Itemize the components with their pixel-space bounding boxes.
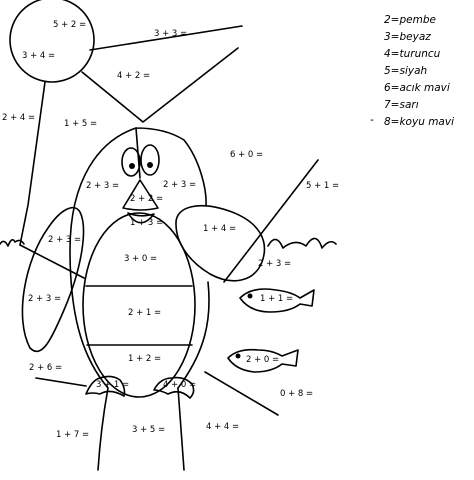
eq-beak: 2 + 2 =: [130, 194, 163, 204]
eq-fish-bottom: 2 + 0 =: [246, 355, 279, 365]
eq-fish-top: 1 + 1 =: [260, 294, 293, 304]
penguin-body: [69, 127, 207, 389]
eq-sky-left: 2 + 4 =: [2, 113, 35, 123]
right-wing: [175, 204, 266, 282]
eq-beak-lower: 1 + 3 =: [130, 218, 163, 228]
left-foot: [85, 375, 126, 397]
eq-belly-middle: 2 + 1 =: [128, 308, 161, 318]
eq-ray-right: 5 + 1 =: [306, 181, 339, 191]
ground-left: [97, 387, 109, 471]
sun: [9, 0, 95, 83]
right-eye: [140, 144, 160, 176]
eq-foot-left: 3 + 1 =: [96, 380, 129, 390]
eq-sun: 5 + 2 =: [53, 20, 86, 30]
sun-ray-wedge: [81, 47, 239, 123]
ground-right: [177, 387, 185, 471]
sun-ray-right: [89, 25, 243, 51]
legend-marker: -: [370, 114, 374, 126]
legend-item: 4=turuncu: [384, 48, 441, 60]
eq-sun-lower: 3 + 4 =: [22, 51, 55, 61]
left-eye: [121, 147, 141, 177]
eq-head-left: 2 + 3 =: [86, 181, 119, 191]
eq-ground-bottom-right: 4 + 4 =: [206, 422, 239, 432]
ground-right-ray: [204, 371, 279, 416]
eq-left-wing: 2 + 3 =: [48, 235, 81, 245]
eq-foot-right: 4 + 0 =: [163, 380, 196, 390]
left-wing: [21, 206, 85, 353]
fish-bottom-eye: [235, 353, 241, 359]
eq-head-right: 2 + 3 =: [163, 180, 196, 190]
beak: [122, 179, 159, 211]
penguin-right-side: [177, 281, 210, 389]
eq-sky-top: 3 + 3 =: [154, 29, 187, 39]
legend-item: 3=beyaz: [384, 31, 431, 43]
eq-ray-wedge: 4 + 2 =: [117, 71, 150, 81]
eq-ground-right: 0 + 8 =: [280, 389, 313, 399]
ray-right-line: [223, 159, 319, 283]
sun-ray-down: [19, 81, 46, 246]
eq-belly-top: 3 + 0 =: [124, 254, 157, 264]
legend-item: 7=sarı: [384, 99, 419, 111]
fish-bottom: [227, 348, 299, 373]
fish-top: [239, 288, 315, 313]
wave-left: [0, 238, 25, 247]
ground-left-ray: [35, 377, 87, 387]
eq-ground-bottom-mid: 3 + 5 =: [132, 425, 165, 435]
beak-lower: [127, 212, 155, 224]
eq-penguin-head-left: 1 + 5 =: [64, 119, 97, 129]
belly: [82, 212, 196, 398]
eq-sky-right: 6 + 0 =: [230, 150, 263, 160]
legend-item: 2=pembe: [384, 14, 436, 26]
right-foot: [153, 376, 195, 399]
eq-belly-bottom: 1 + 2 =: [128, 354, 161, 364]
eq-right-wing: 1 + 4 =: [203, 224, 236, 234]
color-legend: 2=pembe 3=beyaz 4=turuncu 5=siyah 6=acık…: [370, 14, 454, 128]
eq-ground-bottom-left: 1 + 7 =: [56, 430, 89, 440]
eq-left-outer: 2 + 3 =: [28, 294, 61, 304]
eq-sea-right: 2 + 3 =: [258, 259, 291, 269]
left-pupil: [129, 163, 135, 169]
legend-item: 6=acık mavi: [384, 82, 450, 94]
right-pupil: [147, 162, 153, 168]
left-wing-line: [19, 244, 85, 279]
legend-item: 5=siyah: [384, 65, 427, 77]
wave-right: [267, 237, 337, 249]
eq-ground-left: 2 + 6 =: [29, 363, 62, 373]
fish-top-eye: [247, 293, 253, 299]
legend-item: 8=koyu mavi: [384, 116, 454, 128]
